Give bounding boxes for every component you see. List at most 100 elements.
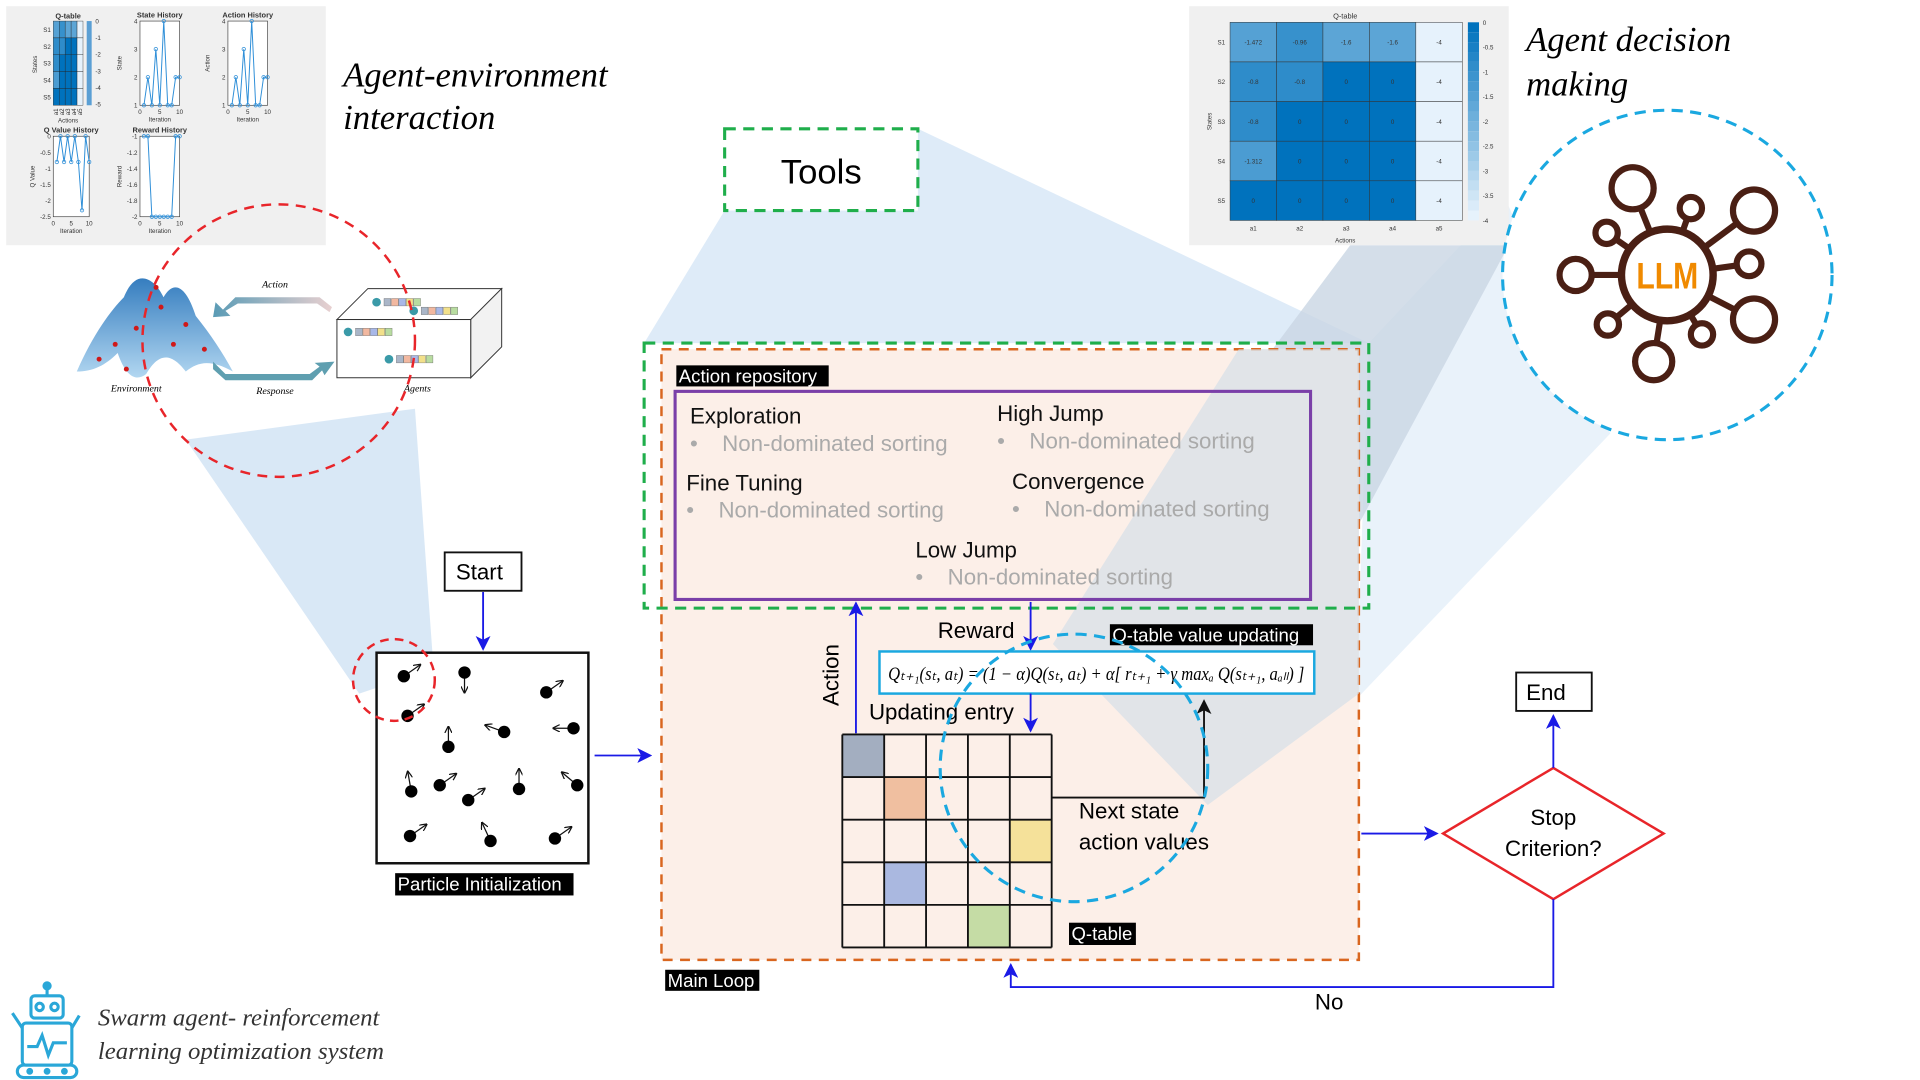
heatmap-cell (1229, 22, 1277, 63)
data-point (141, 134, 147, 139)
plot-title: State History (137, 10, 184, 19)
colorbar-segment (1467, 42, 1480, 53)
colorbar-tick: -1 (1483, 69, 1489, 76)
action-label: a3 (65, 108, 72, 115)
heatmap-value: -1.6 (1387, 40, 1398, 47)
colorbar-tick: 0 (95, 19, 99, 26)
colorbar-segment (1467, 101, 1480, 112)
svg-text:Convergence: Convergence (1012, 469, 1145, 494)
particle-init-label: Particle Initialization (398, 874, 562, 895)
stop-criterion-diamond (1440, 766, 1667, 901)
y-tick: -1.4 (127, 166, 138, 173)
y-tick: -1.6 (127, 182, 138, 189)
action-label: a2 (1296, 225, 1303, 232)
data-point (261, 75, 266, 80)
decision-qtable-xlabel: Actions (1335, 238, 1355, 245)
data-point (149, 103, 154, 108)
heatmap-cell (76, 54, 84, 72)
y-tick: 4 (222, 19, 226, 26)
plot-title: Q Value History (44, 126, 100, 135)
x-axis-label: Iteration (60, 228, 83, 235)
data-point (157, 103, 162, 108)
colorbar-tick: 0 (1483, 20, 1487, 27)
colorbar-segment (1467, 180, 1480, 191)
y-tick: -1.8 (127, 198, 138, 205)
llm-link (1637, 206, 1654, 234)
heatmap-value: 0 (1298, 119, 1302, 126)
updating-entry-text: Updating entry (869, 700, 1015, 725)
colorbar-tick: -2 (95, 52, 101, 59)
end-text: End (1526, 680, 1566, 705)
tools-box (723, 127, 920, 213)
heatmap-value: 0 (1391, 158, 1395, 165)
svg-text:Exploration: Exploration (690, 404, 801, 429)
plot-title: Action History (222, 10, 274, 19)
decision-title-1: Agent decision (1524, 20, 1731, 59)
agent-env-title-1: Agent-environment (341, 56, 609, 95)
llm-node (1729, 186, 1779, 235)
tools-region-box (642, 341, 1371, 610)
heatmap-cell (70, 37, 78, 55)
heatmap-cell (1415, 22, 1463, 63)
svg-text:•: • (997, 428, 1005, 453)
heatmap-value: 0 (1344, 79, 1348, 86)
heatmap-cell (70, 20, 78, 39)
y-tick: -1 (132, 134, 138, 141)
heatmap-cell (1322, 61, 1370, 102)
decision-qtable-panel: Q-table S1-1.472-0.96-1.6-1.6-4S2-0.8-0.… (1189, 6, 1509, 246)
highlight-cell (967, 904, 1010, 948)
colorbar-segment (1467, 81, 1480, 92)
heatmap-cell (1276, 61, 1324, 102)
next-state-text-1: Next state (1079, 799, 1179, 824)
particle (397, 670, 411, 683)
particle (548, 832, 562, 845)
colorbar-segment (1467, 190, 1480, 201)
y-tick: 0 (47, 134, 51, 141)
heatmap-value: 0 (1391, 79, 1395, 86)
svg-text:Non-dominated sorting: Non-dominated sorting (718, 498, 943, 523)
reward-text: Reward (938, 618, 1015, 643)
particle (458, 666, 471, 679)
data-point (58, 134, 63, 139)
data-point (169, 103, 174, 108)
y-tick: 1 (222, 103, 226, 110)
decision-qtable-title: Q-table (1333, 12, 1357, 21)
particle (462, 793, 475, 807)
action-label: a4 (71, 108, 78, 115)
action-label: a4 (1389, 225, 1396, 232)
heatmap-value: 0 (1298, 158, 1302, 165)
state-label: S5 (43, 94, 51, 101)
agent-ball (372, 297, 381, 307)
svg-text:Fine Tuning: Fine Tuning (686, 470, 802, 495)
agent-action-cell (425, 355, 434, 364)
plot-area (227, 20, 268, 106)
heatmap-value: -1.472 (1244, 40, 1262, 47)
system-caption-1: Swarm agent- reinforcement (98, 1005, 381, 1032)
data-point (61, 159, 67, 165)
heatmap-cell (53, 71, 60, 89)
heatmap-cell (1415, 101, 1463, 142)
agent-env-matlab-panel: Q-table S1S2S3S4S5a1a2a3a4a50-1-2-3-4-5 … (6, 6, 326, 246)
y-tick: 3 (134, 47, 138, 54)
heatmap-cell (59, 20, 66, 39)
no-text: No (1315, 989, 1343, 1014)
llm-node (1593, 310, 1623, 339)
heatmap-cell (64, 88, 72, 106)
system-caption-2: learning optimization system (98, 1038, 384, 1065)
agents-label: Agents (403, 383, 431, 394)
agent-action-cell (420, 306, 429, 315)
action-label: a3 (1343, 225, 1350, 232)
heatmap-cell (59, 37, 66, 55)
colorbar-segment (1467, 200, 1480, 211)
q-update-formula: Qₜ₊₁(sₜ, aₜ) = (1 − α)Q(sₜ, aₜ) + α[ rₜ₊… (888, 664, 1304, 685)
heatmap-cell (70, 54, 78, 72)
svg-text:Non-dominated sorting: Non-dominated sorting (1044, 496, 1269, 521)
heatmap-value: 0 (1344, 198, 1348, 205)
data-point (161, 18, 166, 24)
stop-text-2: Criterion? (1505, 836, 1602, 861)
heatmap-cell (53, 20, 60, 39)
agent-action-cell (413, 298, 421, 307)
